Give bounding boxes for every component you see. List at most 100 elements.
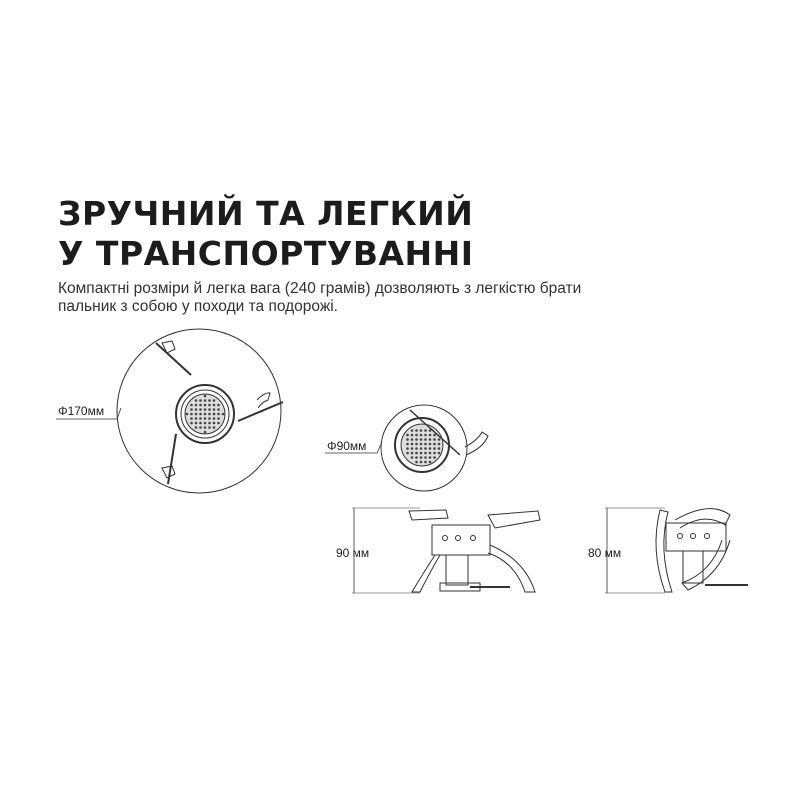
burner-hole [419, 438, 423, 441]
burner-hole [419, 442, 423, 446]
burner-hole [433, 456, 436, 459]
burner-hole [199, 421, 202, 425]
burner-hole [212, 403, 216, 407]
burner-hole [415, 456, 418, 459]
burner-hole [208, 399, 211, 402]
top-view-folded-drawing [325, 404, 489, 492]
burner-hole [217, 408, 220, 411]
burner-hole [185, 412, 189, 416]
burner-hole [415, 451, 418, 455]
burner-hole [406, 451, 409, 455]
burner-hole [428, 456, 432, 459]
burner-hole [437, 438, 441, 441]
burner-hole [415, 438, 418, 441]
burner-hole [212, 399, 216, 402]
open-height-label: 90 мм [336, 546, 370, 560]
burner-hole [406, 447, 409, 450]
burner-hole [208, 417, 211, 420]
burner-hole [212, 412, 216, 416]
burner-hole [199, 408, 202, 411]
open-diameter-label: Φ170мм [58, 404, 105, 418]
description-line-2: пальник з собою у походи та подорожі. [58, 298, 338, 315]
burner-hole [424, 433, 427, 437]
burner-hole [203, 412, 207, 416]
burner-hole [419, 429, 423, 432]
burner-hole [212, 408, 216, 411]
burner-hole [419, 433, 423, 437]
burner-hole [203, 399, 207, 402]
burner-hole [194, 421, 198, 425]
burner-hole [424, 447, 427, 450]
title-line-2: У ТРАНСПОРТУВАННІ [58, 234, 474, 273]
burner-hole [190, 417, 193, 420]
burner-hole [415, 442, 418, 446]
burner-hole [203, 403, 207, 407]
burner-hole [437, 442, 441, 446]
burner-hole [406, 442, 409, 446]
burner-hole [415, 460, 418, 464]
burner-hole [437, 451, 441, 455]
burner-hole [203, 426, 207, 429]
burner-hole [190, 412, 193, 416]
burner-hole [415, 429, 418, 432]
burner-hole [424, 456, 427, 459]
burner-hole [217, 421, 220, 425]
burner-hole [415, 433, 418, 437]
burner-hole [212, 417, 216, 420]
burner-hole [190, 403, 193, 407]
burner-hole [217, 403, 220, 407]
burner-hole [208, 412, 211, 416]
burner-hole [410, 456, 414, 459]
burner-hole [419, 447, 423, 450]
folded-height-label: 80 мм [588, 546, 622, 560]
burner-hole [208, 421, 211, 425]
burner-hole [437, 447, 441, 450]
burner-hole [406, 433, 409, 437]
burner-hole [433, 451, 436, 455]
burner-hole [199, 399, 202, 402]
burner-hole [208, 408, 211, 411]
burner-hole [419, 460, 423, 464]
burner-hole [433, 442, 436, 446]
burner-hole [194, 417, 198, 420]
burner-hole [194, 408, 198, 411]
burner-hole [428, 447, 432, 450]
description-line-1: Компактні розміри й легка вага (240 грам… [58, 280, 582, 297]
burner-hole [419, 456, 423, 459]
burner-hole [410, 442, 414, 446]
burner-hole [428, 451, 432, 455]
burner-hole [433, 438, 436, 441]
burner-hole [212, 421, 216, 425]
burner-hole [428, 433, 432, 437]
burner-hole [433, 447, 436, 450]
side-view-drawing [605, 507, 748, 594]
burner-hole [410, 438, 414, 441]
burner-hole [199, 417, 202, 420]
burner-hole [217, 417, 220, 420]
top-view-open-drawing [56, 328, 284, 494]
burner-hole [194, 412, 198, 416]
burner-hole [190, 421, 193, 425]
burner-hole [199, 412, 202, 416]
burner-hole [203, 417, 207, 420]
burner-hole [194, 426, 198, 429]
burner-hole [190, 408, 193, 411]
burner-hole [433, 433, 436, 437]
burner-hole [424, 429, 427, 432]
burner-hole [410, 451, 414, 455]
burner-hole [428, 442, 432, 446]
page-title: ЗРУЧНИЙ ТА ЛЕГКИЙ У ТРАНСПОРТУВАННІ [58, 194, 474, 274]
burner-hole [208, 403, 211, 407]
front-view-drawing [352, 507, 541, 594]
burner-hole [424, 460, 427, 464]
description: Компактні розміри й легка вага (240 грам… [58, 280, 758, 316]
burner-hole [419, 451, 423, 455]
burner-hole [212, 426, 216, 429]
burner-hole [199, 403, 202, 407]
burner-hole [415, 447, 418, 450]
burner-hole [203, 421, 207, 425]
burner-hole [406, 438, 409, 441]
title-line-1: ЗРУЧНИЙ ТА ЛЕГКИЙ [58, 194, 474, 233]
burner-hole [428, 429, 432, 432]
